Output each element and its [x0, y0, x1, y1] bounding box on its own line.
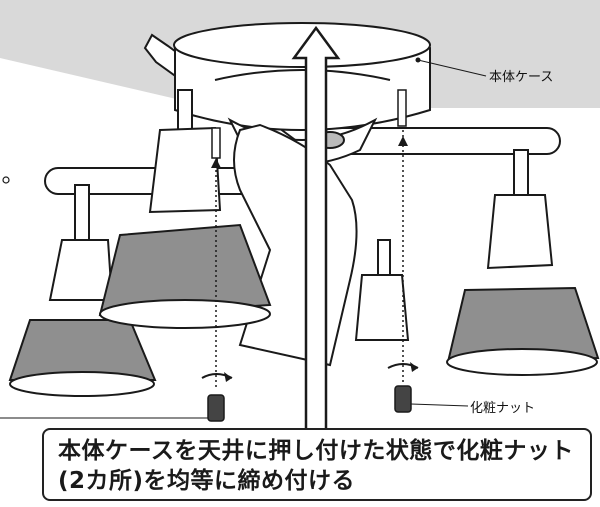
decorative-nut-label: 化粧ナット: [470, 401, 536, 416]
instruction-line-2: (2カ所)を均等に締め付ける: [58, 468, 356, 494]
leader-lines: [0, 59, 487, 419]
body-case-label: 本体ケース: [489, 70, 554, 85]
left-marker-circle: [2, 176, 10, 184]
lamp-center-left: [98, 89, 272, 329]
instruction-caption-box: 本体ケースを天井に押し付けた状態で化粧ナット (2カ所)を均等に締め付ける: [42, 428, 592, 501]
screw-icon: [211, 89, 407, 159]
lamp-left: [8, 184, 157, 397]
lamp-right: [446, 149, 600, 376]
instruction-line-1: 本体ケースを天井に押し付けた状態で化粧ナット: [58, 438, 574, 464]
small-arrowheads: [211, 136, 408, 168]
rotate-arrowheads: [224, 362, 418, 382]
decorative-nut-icon: [207, 385, 412, 422]
hand-illustration: [233, 123, 358, 367]
leader-dot: [415, 57, 421, 63]
lamp-center-right: [354, 239, 410, 341]
alignment-lines: [215, 130, 404, 390]
